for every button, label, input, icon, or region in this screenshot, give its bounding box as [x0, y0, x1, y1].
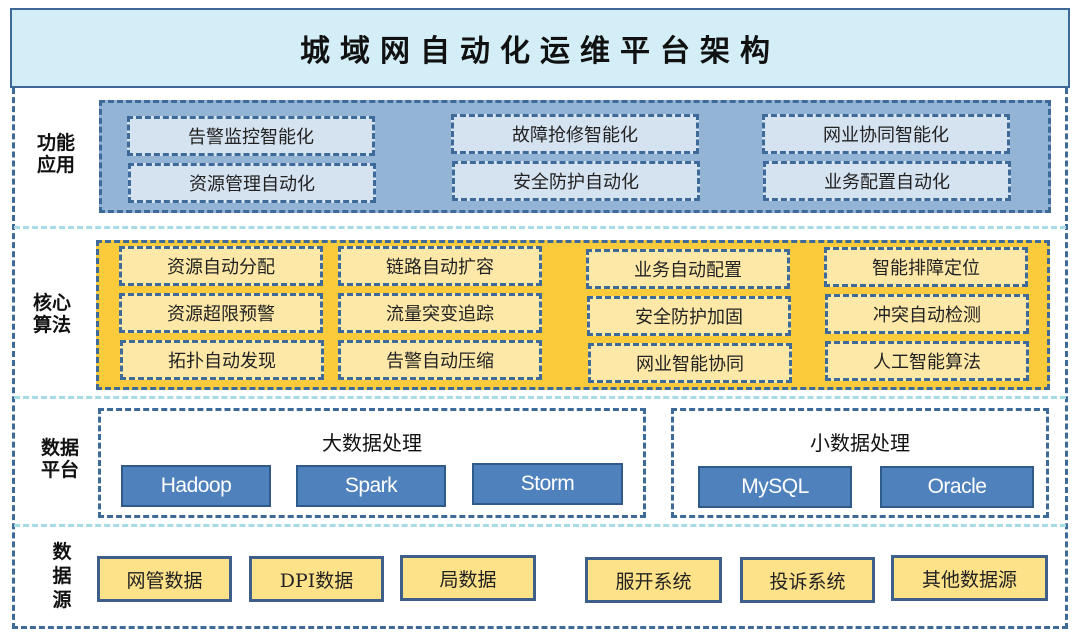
outer-frame: [12, 88, 1068, 629]
application-panel: 告警监控智能化 故障抢修智能化 网业协同智能化 资源管理自动化 安全防护自动化 …: [99, 100, 1051, 213]
label-line: 算法: [32, 314, 71, 336]
application-item: 业务配置自动化: [763, 161, 1011, 201]
algorithm-item: 资源超限预警: [119, 293, 323, 333]
algorithm-item: 资源自动分配: [119, 246, 323, 286]
algorithm-item: 拓扑自动发现: [120, 340, 324, 380]
application-item: 故障抢修智能化: [451, 114, 699, 154]
layer-separator: [14, 396, 1066, 399]
big-data-group: 大数据处理 Hadoop Spark Storm: [98, 408, 646, 518]
data-source-item: 其他数据源: [891, 555, 1048, 601]
layer-label-application: 功能 应用: [26, 132, 86, 176]
application-item: 资源管理自动化: [128, 163, 376, 203]
data-source-item: 局数据: [400, 555, 536, 601]
data-source-item: 网管数据: [97, 556, 232, 602]
data-source-item: 投诉系统: [740, 557, 875, 603]
tech-box-spark: Spark: [296, 465, 446, 507]
tech-box-oracle: Oracle: [880, 466, 1034, 508]
data-source-item: DPI数据: [249, 556, 384, 602]
layer-label-algorithm: 核心 算法: [22, 292, 82, 336]
layer-label-data-platform: 数据 平台: [30, 437, 90, 481]
layer-separator: [14, 226, 1066, 229]
application-item: 告警监控智能化: [127, 116, 375, 156]
algorithm-panel: 资源自动分配 链路自动扩容 业务自动配置 智能排障定位 资源超限预警 流量突变追…: [96, 240, 1050, 390]
algorithm-item: 链路自动扩容: [338, 246, 542, 286]
label-char: 源: [52, 589, 72, 611]
diagram-title-box: 城域网自动化运维平台架构: [10, 8, 1070, 88]
label-line: 数据: [40, 437, 79, 459]
algorithm-item: 人工智能算法: [825, 341, 1029, 381]
small-data-group: 小数据处理 MySQL Oracle: [671, 408, 1049, 518]
small-data-title: 小数据处理: [810, 431, 910, 455]
big-data-title: 大数据处理: [322, 431, 422, 455]
tech-box-mysql: MySQL: [698, 466, 852, 508]
application-item: 安全防护自动化: [452, 161, 700, 201]
label-line: 核心: [32, 292, 71, 314]
algorithm-item: 安全防护加固: [587, 296, 791, 336]
algorithm-item: 告警自动压缩: [338, 340, 542, 380]
layer-separator: [14, 524, 1066, 527]
algorithm-item: 业务自动配置: [586, 249, 790, 289]
label-line: 平台: [40, 459, 79, 481]
algorithm-item: 网业智能协同: [588, 343, 792, 383]
algorithm-item: 智能排障定位: [824, 247, 1028, 287]
tech-box-storm: Storm: [472, 463, 623, 505]
application-item: 网业协同智能化: [762, 114, 1010, 154]
tech-box-hadoop: Hadoop: [121, 465, 271, 507]
algorithm-item: 冲突自动检测: [825, 294, 1029, 334]
data-source-item: 服开系统: [585, 557, 722, 603]
layer-label-data-source: 数 据 源: [42, 540, 82, 612]
label-char: 据: [52, 565, 72, 587]
algorithm-item: 流量突变追踪: [338, 293, 542, 333]
label-line: 功能: [36, 132, 75, 154]
label-line: 应用: [36, 154, 75, 176]
diagram-title: 城域网自动化运维平台架构: [300, 34, 780, 69]
label-char: 数: [52, 541, 72, 563]
